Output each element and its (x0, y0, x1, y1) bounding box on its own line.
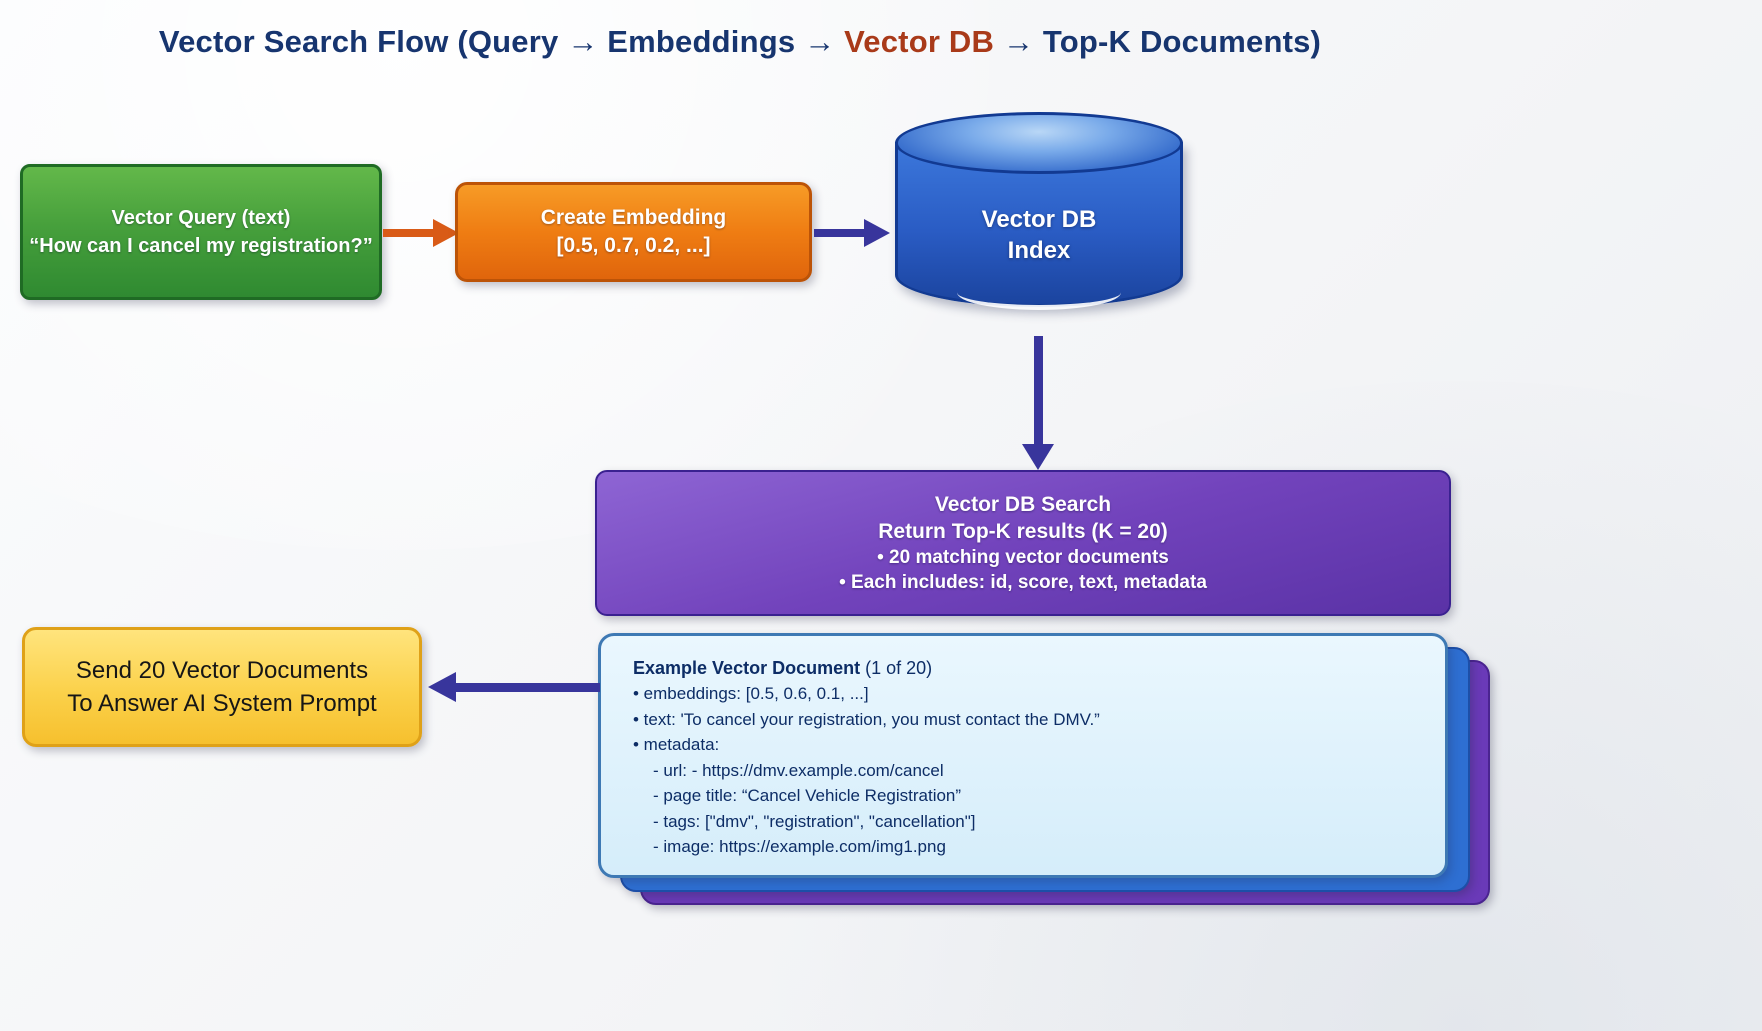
database-cylinder-highlight (957, 275, 1121, 310)
arrow-shaft (383, 229, 435, 237)
diagram-title: Vector Search Flow (Query → Embeddings →… (0, 24, 1480, 60)
document-metadata-image: - image: https://example.com/img1.png (653, 837, 946, 856)
vector-db-index-label: Vector DB Index (895, 204, 1183, 266)
arrow-head-left (428, 672, 456, 702)
vector-query-example-text: “How can I cancel my registration?” (29, 234, 373, 257)
document-metadata-url: - url: - https://dmv.example.com/cancel (653, 760, 944, 780)
create-embedding-label: Create Embedding (540, 206, 727, 229)
title-text-suffix: → Top-K Documents) (994, 24, 1322, 59)
database-cylinder-top-ellipse (895, 112, 1183, 174)
search-topk-line: Return Top-K results (K = 20) (878, 519, 1168, 543)
search-title: Vector DB Search (934, 492, 1112, 516)
vector-db-label-line2: Index (1007, 237, 1071, 264)
example-vector-document-card: Example Vector Document (1 of 20) • embe… (598, 633, 1448, 878)
vector-db-label-line1: Vector DB (981, 206, 1097, 233)
document-metadata-line: • metadata: (633, 735, 720, 754)
title-text-prefix: Vector Search Flow (Query → Embeddings → (158, 24, 845, 59)
create-embedding-node: Create Embedding [0.5, 0.7, 0.2, ...] (455, 182, 812, 282)
search-bullet-includes: • Each includes: id, score, text, metada… (839, 571, 1207, 593)
arrow-shaft (1034, 336, 1043, 446)
send-documents-line1: Send 20 Vector Documents (75, 656, 369, 684)
document-card-title-count: (1 of 20) (860, 658, 933, 678)
document-card-title: Example Vector Document (1 of 20) (633, 655, 1421, 681)
send-documents-node: Send 20 Vector Documents To Answer AI Sy… (22, 627, 422, 747)
arrow-card-to-output (428, 672, 600, 702)
arrow-embedding-to-db (814, 219, 890, 247)
embedding-vector-sample: [0.5, 0.7, 0.2, ...] (556, 234, 711, 257)
arrow-head-down (1022, 444, 1054, 470)
arrow-db-to-search (1022, 336, 1055, 470)
arrow-shaft (814, 229, 866, 237)
vector-db-search-node: Vector DB Search Return Top-K results (K… (595, 470, 1451, 616)
vector-query-node: Vector Query (text) “How can I cancel my… (20, 164, 382, 300)
vector-db-index-node: Vector DB Index (895, 112, 1183, 334)
document-metadata-page-title: - page title: “Cancel Vehicle Registrati… (653, 786, 962, 805)
search-bullet-matching: • 20 matching vector documents (877, 546, 1169, 568)
arrow-shaft (454, 683, 600, 692)
arrow-query-to-embedding (383, 219, 459, 247)
send-documents-line2: To Answer AI System Prompt (67, 689, 377, 717)
document-card-title-bold: Example Vector Document (633, 658, 861, 678)
document-text-line: • text: 'To cancel your registration, yo… (633, 709, 1100, 729)
arrow-head-right (433, 219, 459, 247)
vector-query-label: Vector Query (text) (111, 206, 291, 229)
title-vector-db-highlight: Vector DB (844, 24, 995, 59)
arrow-head-right (864, 219, 890, 247)
document-embeddings-line: • embeddings: [0.5, 0.6, 0.1, ...] (633, 684, 869, 703)
document-metadata-tags: - tags: ["dmv", "registration", "cancell… (653, 811, 976, 831)
